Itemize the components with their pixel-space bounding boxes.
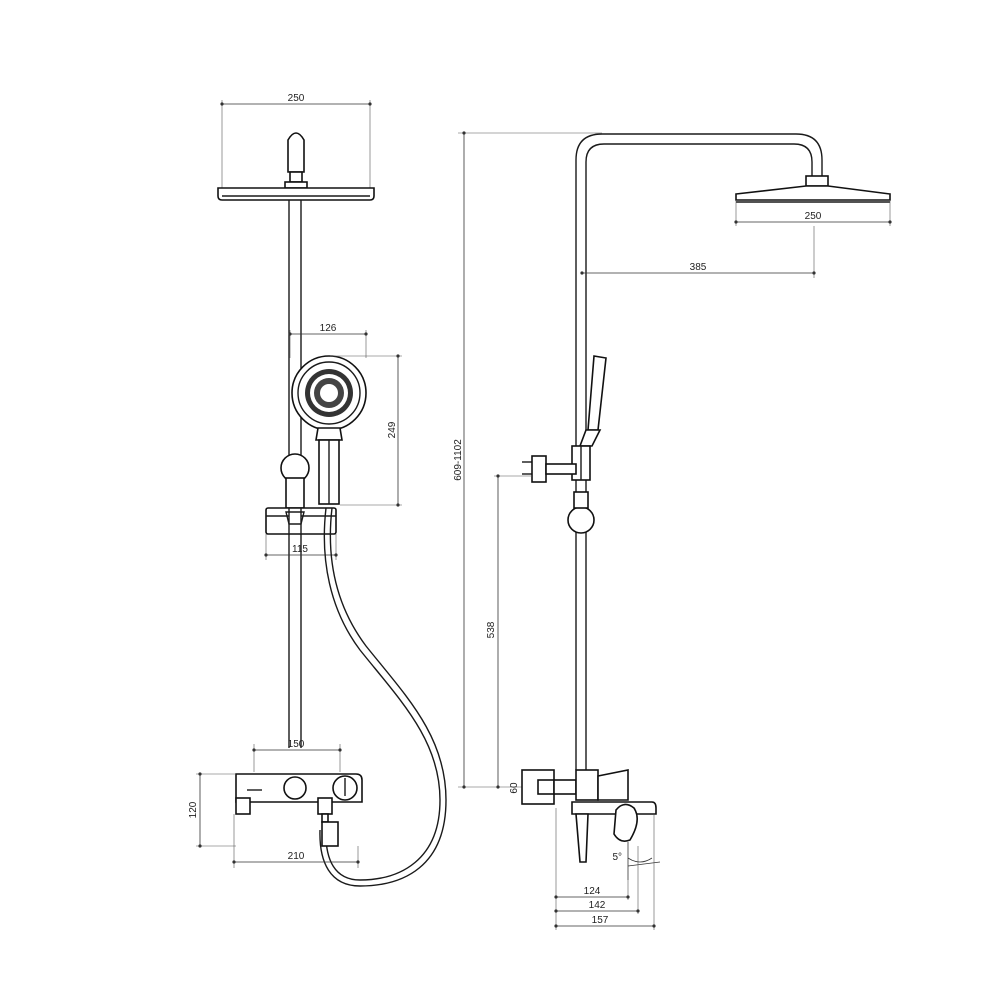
front-slider-width-label: 115 (292, 544, 308, 555)
side-view: 609-1102 250 385 (453, 131, 892, 930)
front-overhead-shower-head (217, 132, 375, 201)
front-hose (319, 507, 447, 887)
side-holder-height-dimension: 538 (486, 474, 500, 789)
front-handshower-holder (280, 453, 310, 509)
side-total-height-dimension: 609-1102 (453, 131, 602, 789)
side-holder-height-label: 538 (486, 621, 497, 638)
side-spout-142-label: 142 (589, 900, 606, 911)
front-head-width-dimension: 250 (220, 93, 372, 196)
front-mixer-dimensions: 120 210 (188, 772, 360, 868)
front-mixer-height-label: 120 (188, 801, 199, 818)
side-slider-knob (567, 491, 595, 534)
side-spout-124-label: 124 (584, 886, 601, 897)
side-angle-label: 5° (612, 852, 622, 863)
side-total-height-label: 609-1102 (453, 439, 464, 481)
front-handshower-width-label: 126 (320, 323, 337, 334)
front-thermostatic-mixer (235, 773, 363, 847)
side-wall-bracket (494, 455, 577, 483)
side-angle-indicator: 5° (612, 842, 661, 880)
front-head-width-label: 250 (288, 93, 305, 104)
side-hand-shower (571, 355, 607, 481)
front-view: 250 (188, 93, 447, 887)
side-arm-reach-label: 385 (690, 262, 707, 273)
side-arm-reach-dimension: 385 (580, 226, 816, 278)
front-handshower-dimensions: 126 249 (288, 323, 402, 507)
side-head-width-label: 250 (805, 211, 822, 222)
side-inlet-label: 60 (509, 782, 520, 794)
front-slider-bracket: 115 (264, 507, 338, 560)
front-mixer-top-dimension: 150 (252, 739, 342, 772)
side-riser-pipe (575, 133, 823, 770)
side-spout-dimensions: 124 142 157 (554, 808, 656, 930)
front-hand-shower (291, 355, 367, 505)
side-overhead-shower-head: 250 (734, 175, 892, 226)
front-mixer-width-label: 210 (288, 851, 305, 862)
front-handshower-height-label: 249 (387, 421, 398, 438)
side-spout-157-label: 157 (592, 915, 609, 926)
side-mixer: 60 (509, 769, 657, 863)
front-mixer-top-label: 150 (288, 739, 305, 750)
